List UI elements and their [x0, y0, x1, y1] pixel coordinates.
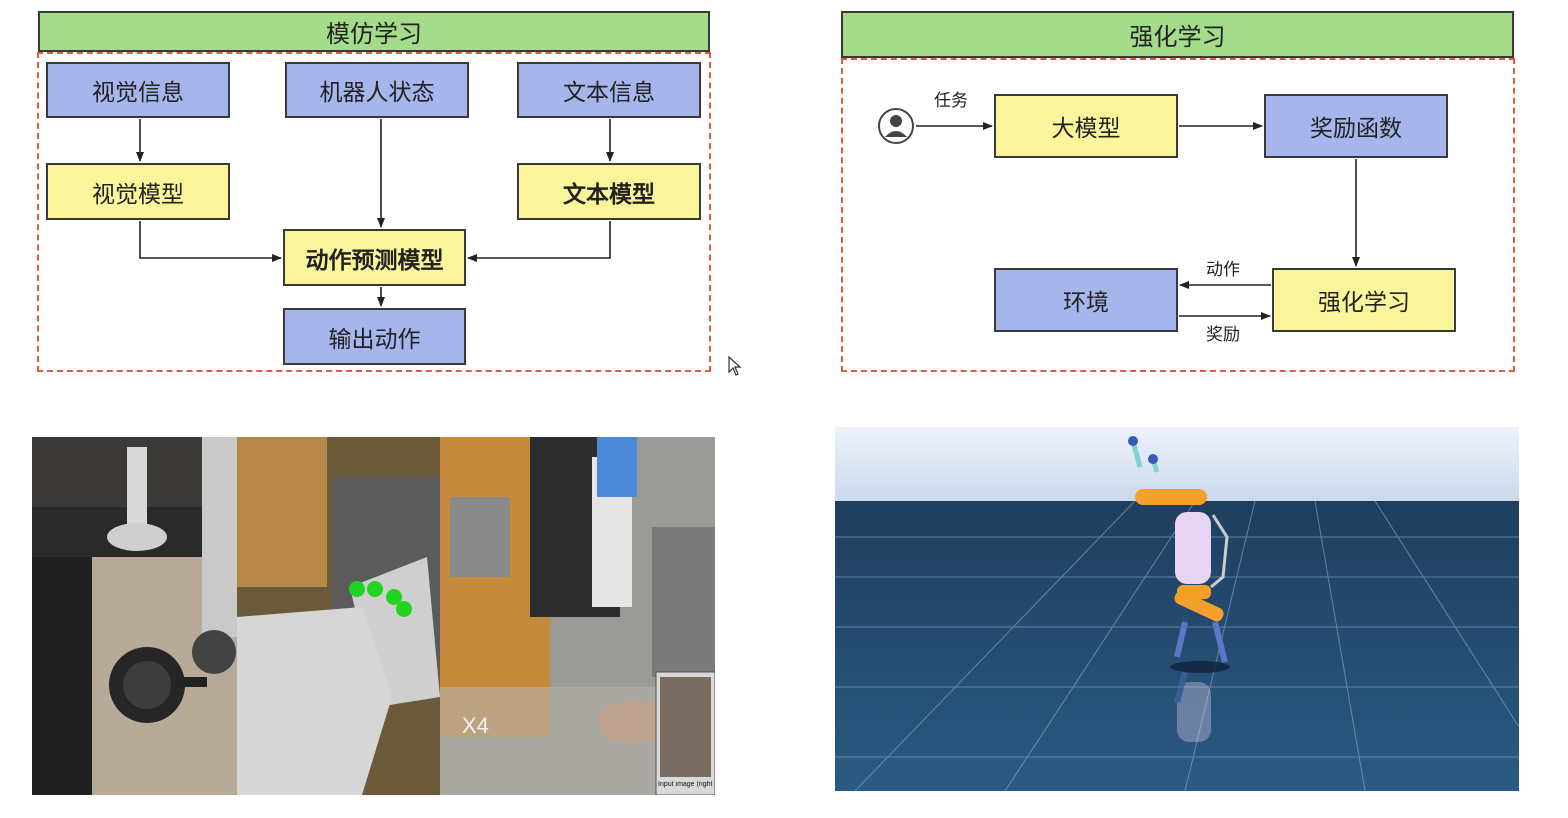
action-edge-label: 动作	[1206, 260, 1240, 280]
rl-label: 强化学习	[1318, 290, 1410, 316]
text-model-node: 文本模型	[517, 163, 701, 220]
big-model-label: 大模型	[1051, 116, 1121, 142]
action-prediction-model-node: 动作预测模型	[283, 229, 466, 286]
user-avatar-icon	[877, 107, 915, 145]
big-model-node: 大模型	[994, 94, 1178, 158]
reward-function-node: 奖励函数	[1264, 94, 1448, 158]
rl-node: 强化学习	[1272, 268, 1456, 332]
action-prediction-model-label: 动作预测模型	[305, 247, 444, 274]
text-info-label: 文本信息	[563, 80, 655, 106]
task-edge-label: 任务	[934, 91, 968, 111]
speed-label: X4	[462, 713, 489, 738]
reinforcement-learning-frame	[841, 58, 1515, 372]
visual-info-node: 视觉信息	[46, 62, 230, 118]
reward-function-label: 奖励函数	[1310, 116, 1402, 142]
robot-demo-image: X4 Input image (right v	[32, 437, 715, 795]
reinforcement-learning-title: 强化学习	[841, 11, 1514, 58]
text-info-node: 文本信息	[517, 62, 701, 118]
imitation-learning-frame	[37, 52, 711, 372]
imitation-learning-title-text: 模仿学习	[326, 20, 422, 48]
reward-edge-label: 奖励	[1206, 325, 1240, 345]
humanoid-simulation-image	[835, 427, 1519, 791]
output-action-node: 输出动作	[283, 308, 466, 365]
visual-model-node: 视觉模型	[46, 163, 230, 220]
arrow-text-model-to-action-model	[467, 221, 611, 262]
text-model-label: 文本模型	[563, 181, 655, 208]
robot-state-label: 机器人状态	[319, 80, 435, 106]
output-action-label: 输出动作	[328, 326, 421, 353]
environment-label: 环境	[1063, 290, 1109, 316]
inset-image-caption: Input image (right v	[658, 781, 715, 788]
visual-info-label: 视觉信息	[92, 80, 184, 106]
mouse-cursor-icon	[728, 355, 742, 376]
arrow-visual-model-to-action-model	[139, 221, 282, 262]
visual-model-label: 视觉模型	[92, 181, 184, 208]
reinforcement-learning-title-text: 强化学习	[1129, 23, 1226, 51]
imitation-learning-title: 模仿学习	[38, 11, 710, 52]
environment-node: 环境	[994, 268, 1178, 332]
robot-state-node: 机器人状态	[285, 62, 469, 118]
